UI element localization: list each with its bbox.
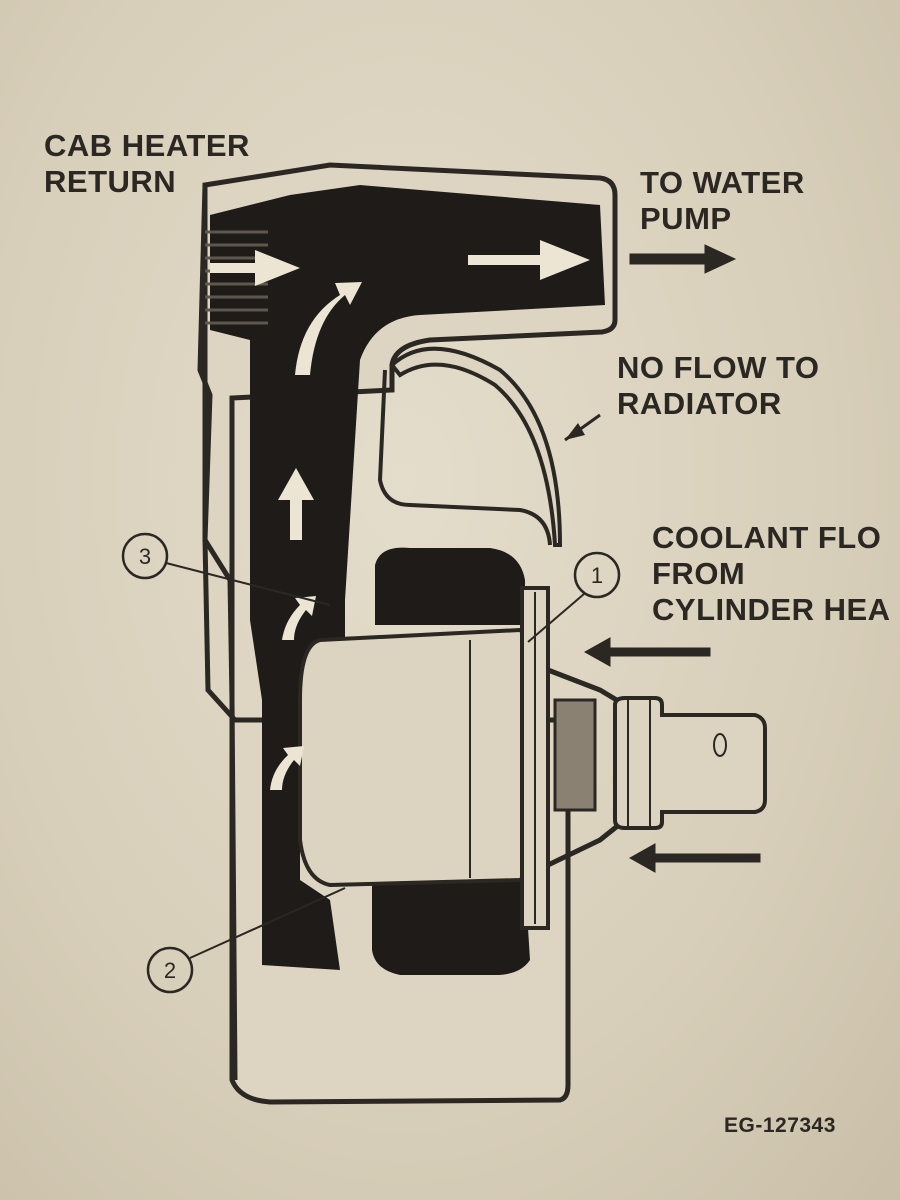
- label-coolant-flow-from-cylinder-head: COOLANT FLO FROM CYLINDER HEA: [652, 520, 891, 627]
- radiator-passage-dome: [389, 346, 563, 547]
- coolant-passage: [210, 185, 605, 970]
- callout-3-text: 3: [139, 544, 151, 569]
- arrow-coolant-in-2: [628, 843, 761, 873]
- label-to-water-pump: TO WATER PUMP: [640, 165, 805, 236]
- label-cab-heater-return: CAB HEATER RETURN: [44, 128, 250, 199]
- label-no-flow-to-radiator: NO FLOW TO RADIATOR: [617, 350, 820, 421]
- callout-2: 2: [146, 887, 346, 994]
- leader-no-flow-head: [565, 423, 585, 440]
- pellet-hole: [713, 733, 727, 757]
- figure-id: EG-127343: [724, 1114, 836, 1137]
- arrow-curve-up: [295, 282, 362, 375]
- arrow-inlet: [210, 250, 300, 286]
- arrow-coolant-in-1: [583, 637, 711, 667]
- arrow-outlet: [468, 240, 590, 280]
- thermostat-pellet: [613, 696, 767, 830]
- radiator-passage-inner: [377, 369, 552, 546]
- thermostat-cup: [298, 627, 538, 888]
- arrow-up-2: [282, 596, 316, 640]
- flow-arrows-external: [583, 244, 761, 873]
- flow-arrows-internal: [210, 240, 590, 790]
- valve-chamber-bottom: [372, 880, 530, 975]
- callout-3: 3: [121, 532, 331, 606]
- callout-2-text: 2: [164, 958, 176, 983]
- housing-left-wall: [197, 184, 238, 1081]
- callout-1-text: 1: [591, 563, 603, 588]
- thermostat-spring: [553, 698, 597, 812]
- arrow-up-3: [270, 746, 304, 790]
- arrow-to-water-pump: [629, 244, 737, 274]
- valve-chamber-top: [375, 547, 525, 625]
- callout-1: 1: [527, 551, 621, 643]
- arrow-up-1: [278, 468, 314, 540]
